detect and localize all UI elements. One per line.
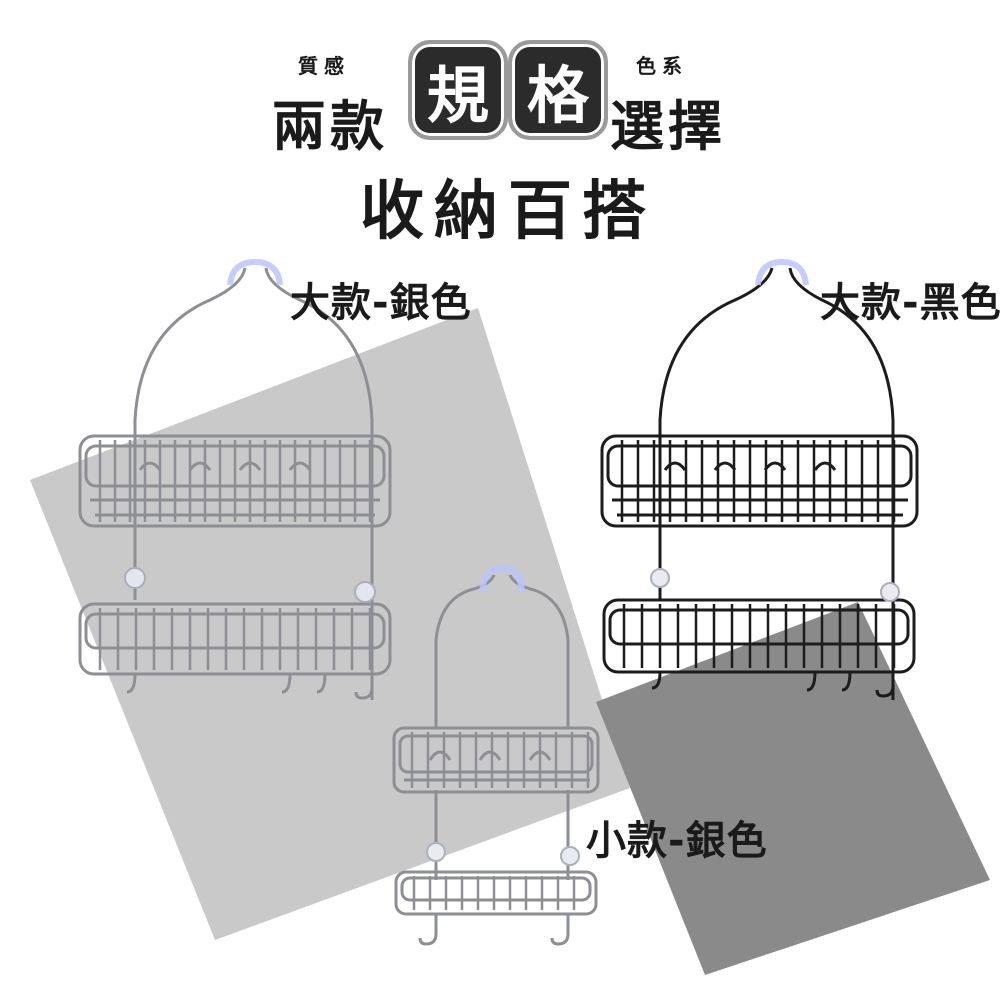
- headline-line-2: 收納百搭: [360, 175, 656, 249]
- light-gray-panel: [30, 308, 630, 940]
- caption-left: 質感: [298, 54, 350, 78]
- caption-right: 色系: [636, 54, 688, 78]
- variant-label-large-black: 大款-黑色: [820, 280, 1000, 326]
- headline-right: 選擇: [610, 95, 726, 158]
- variant-label-large-silver: 大款-銀色: [290, 280, 472, 326]
- pill-char-1: 規: [408, 40, 508, 140]
- variant-label-small-silver: 小款-銀色: [586, 818, 768, 864]
- headline-left: 兩款: [272, 95, 388, 158]
- top-hook: [227, 258, 283, 286]
- pill-char-2: 格: [508, 40, 608, 140]
